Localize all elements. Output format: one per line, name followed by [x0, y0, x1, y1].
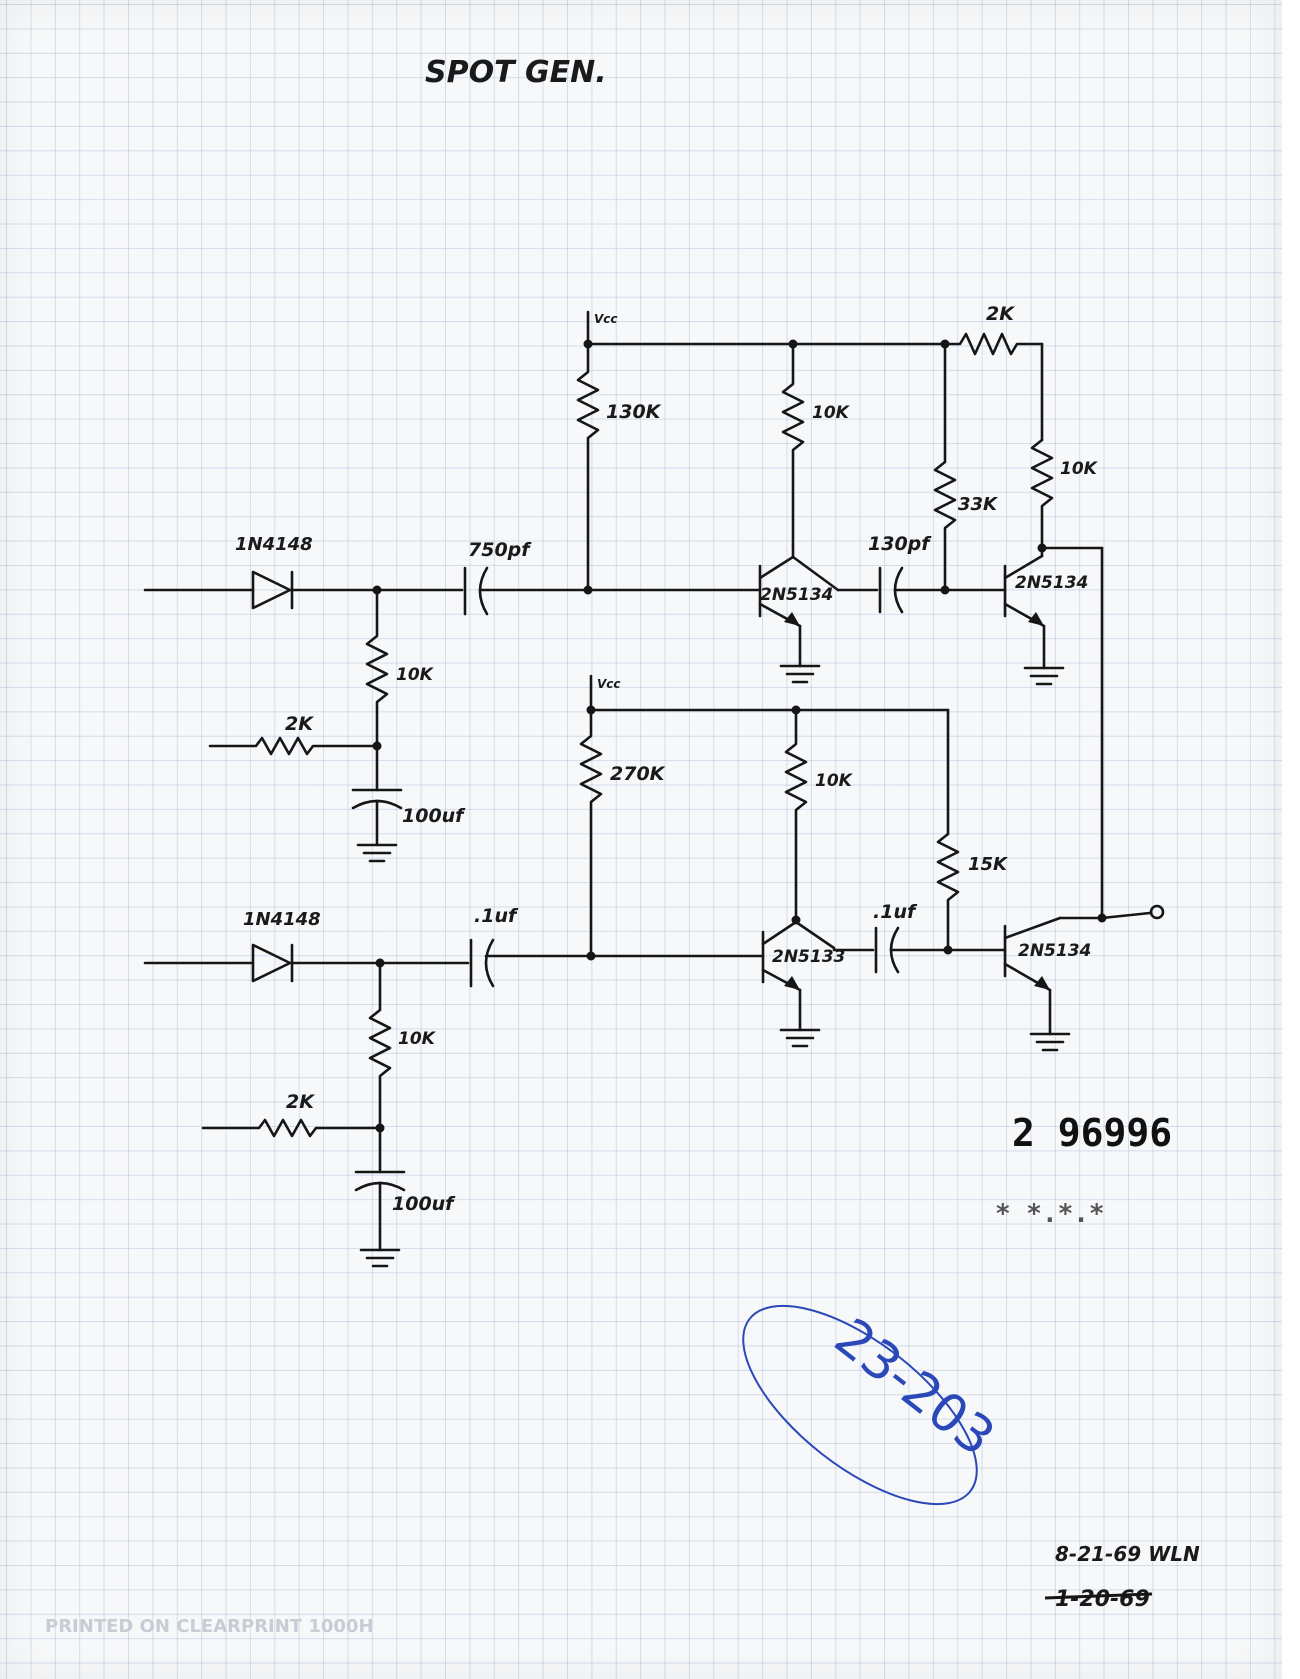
stamp-number: 2 96996 — [1012, 1111, 1172, 1155]
vcc-bottom-label: Vcc — [597, 677, 621, 691]
q1-label: 2N5134 — [760, 585, 833, 605]
cap-1uf-bottom-label: .1uf — [474, 905, 519, 927]
date-struck: 1-20-69 — [1055, 1587, 1150, 1612]
junction — [586, 951, 596, 961]
junction — [940, 585, 950, 595]
resistor-2k-input-bottom — [201, 1118, 382, 1138]
q1-emitter-arrow — [784, 612, 800, 626]
resistor-2k-input-top — [208, 736, 379, 756]
resistor-2k-top — [943, 332, 1044, 356]
resistor-33k — [933, 342, 957, 592]
cap-130pf-label: 130pf — [868, 533, 932, 555]
r-130k-label: 130K — [606, 401, 662, 423]
resistor-10k-q1 — [781, 342, 805, 547]
q2-emitter-arrow — [1028, 612, 1044, 626]
r-10k-q1-label: 10K — [812, 403, 851, 423]
diode-top — [251, 570, 292, 610]
q1-collector — [758, 555, 795, 580]
resistor-10k-shunt-bottom — [368, 961, 392, 1130]
r-10k-shunt-top-label: 10K — [396, 665, 435, 685]
blue-circle — [742, 1304, 978, 1506]
junction — [943, 945, 953, 955]
cap-750pf-label: 750pf — [468, 539, 532, 561]
title: SPOT GEN. — [425, 55, 607, 90]
resistor-270k — [579, 708, 603, 958]
r-10k-q3-label: 10K — [815, 771, 854, 791]
resistor-130k — [576, 342, 600, 592]
q2-label: 2N5134 — [1015, 573, 1088, 593]
output-terminal — [1149, 904, 1165, 920]
junction — [583, 585, 593, 595]
cap-100uf-top-label: 100uf — [402, 805, 466, 827]
diode-top-label: 1N4148 — [235, 534, 313, 555]
cap-1uf-mid-label: .1uf — [873, 901, 918, 923]
vcc-top-label: Vcc — [594, 312, 618, 326]
diode-bottom-label: 1N4148 — [243, 909, 321, 930]
date-current: 8-21-69 WLN — [1055, 1542, 1200, 1566]
strike-line — [1044, 1592, 1153, 1600]
output-lead — [1100, 911, 1152, 920]
stamp-smudge: * *.*.* — [995, 1199, 1105, 1229]
resistor-10k-shunt-top — [365, 588, 389, 748]
q1-collector-out — [791, 555, 840, 592]
q4-collector — [1003, 916, 1062, 940]
r-2k-in-top-label: 2K — [285, 713, 314, 735]
r-10k-q2-label: 10K — [1060, 459, 1099, 479]
q4-label: 2N5134 — [1018, 941, 1091, 961]
r-10k-shunt-bottom-label: 10K — [398, 1029, 437, 1049]
r-2k-top-label: 2K — [986, 303, 1015, 325]
cap-1uf-bottom-curve — [484, 938, 495, 988]
circled-note: 23-203 — [823, 1307, 1005, 1468]
q3-label: 2N5133 — [772, 947, 845, 967]
page-edge — [1282, 0, 1300, 1679]
resistor-10k-q3 — [784, 708, 808, 922]
r-270k-label: 270K — [610, 763, 666, 785]
paper-footer: PRINTED ON CLEARPRINT 1000H — [45, 1616, 374, 1637]
q3-collector-out — [794, 920, 836, 950]
resistor-15k — [936, 832, 960, 952]
q2-collector — [1003, 554, 1044, 580]
r-33k-label: 33K — [958, 494, 999, 515]
diode-bottom — [251, 943, 292, 983]
r-2k-in-bottom-label: 2K — [286, 1091, 315, 1113]
resistor-10k-q2 — [1030, 438, 1054, 550]
q4-emitter-arrow — [1034, 976, 1050, 990]
q3-emitter-arrow — [784, 976, 800, 990]
q3-collector — [761, 920, 798, 946]
cap-100uf-bottom-label: 100uf — [392, 1193, 456, 1215]
r-15k-label: 15K — [968, 854, 1009, 875]
